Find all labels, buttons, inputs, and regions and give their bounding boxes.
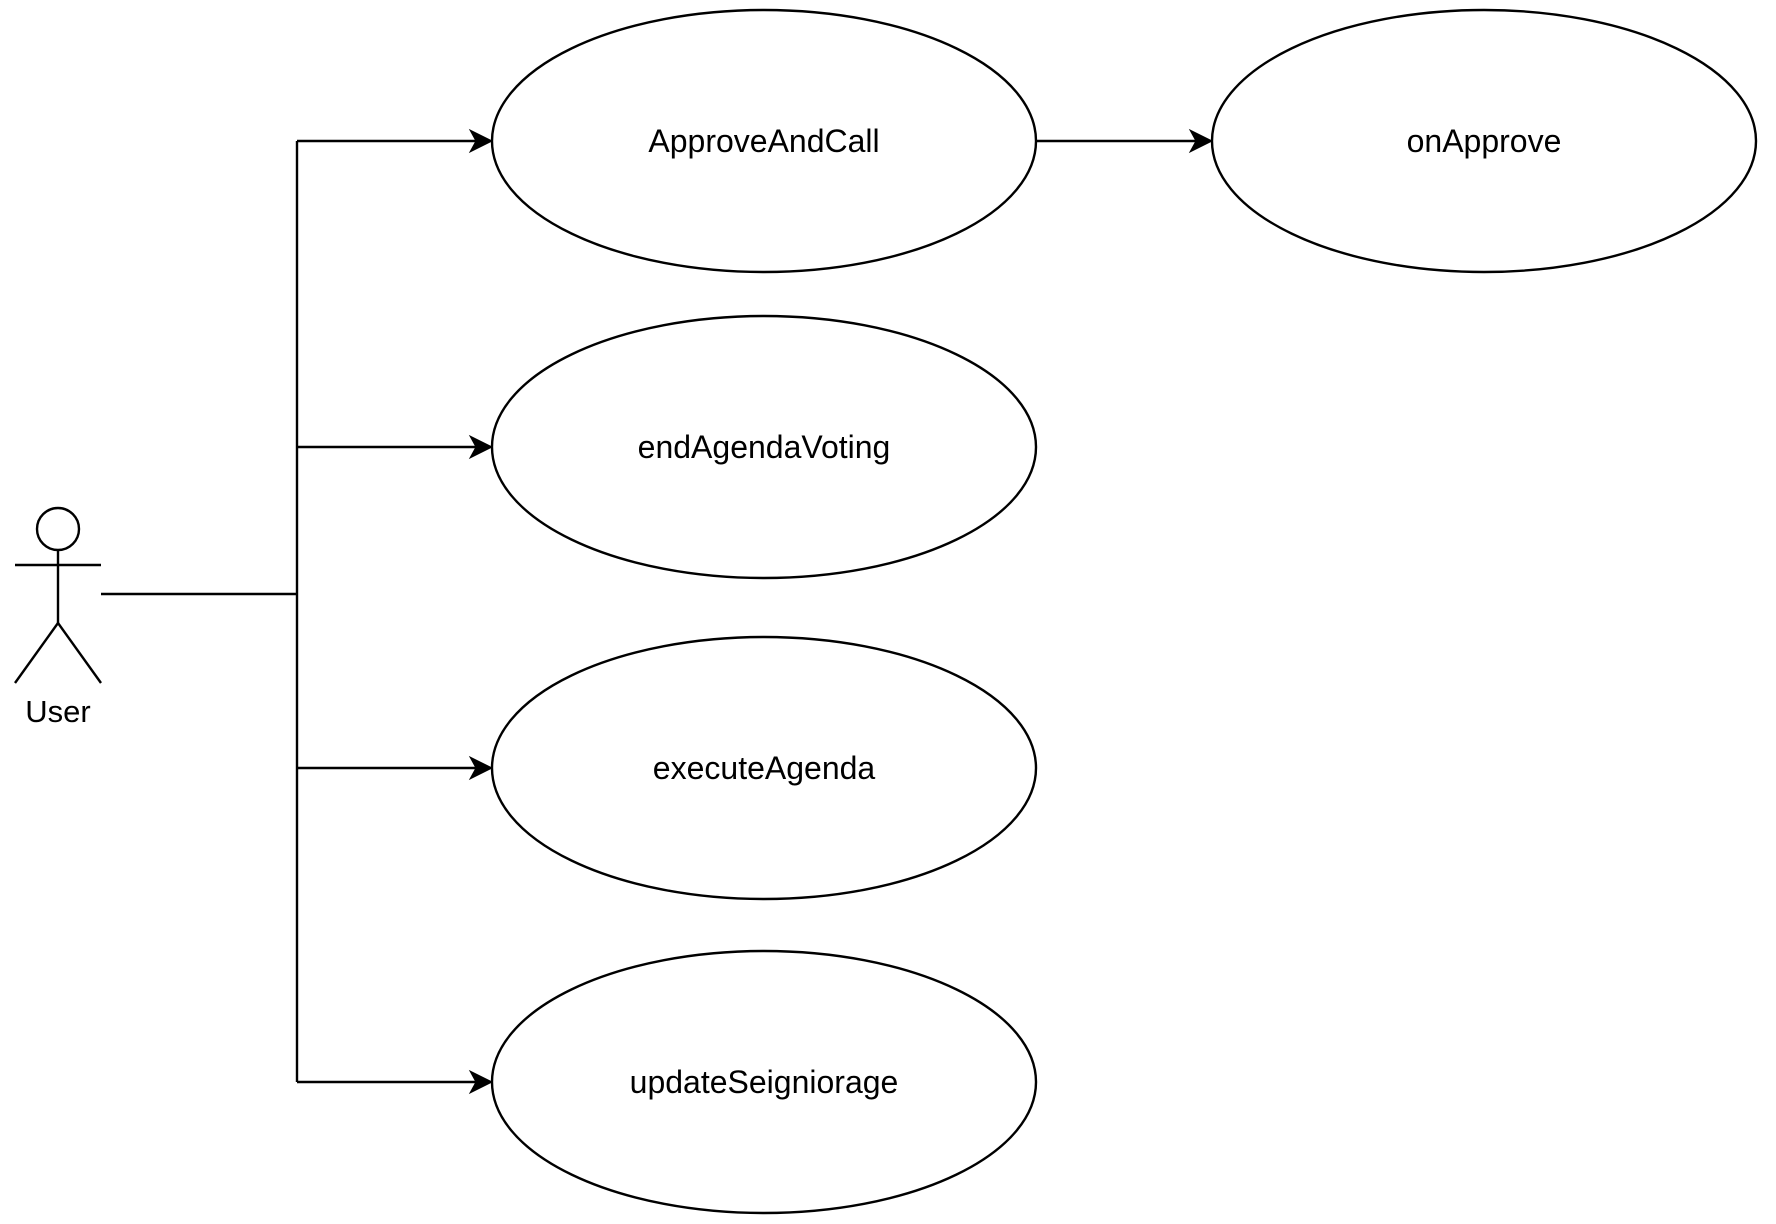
use-case-ellipse: [1210, 8, 1758, 274]
actor-user[interactable]: User: [14, 506, 102, 729]
actor-head: [35, 506, 81, 552]
arrowhead-icon: [1188, 128, 1214, 154]
arrowhead-icon: [468, 434, 494, 460]
use-case-updateseigniorage[interactable]: updateSeigniorage: [490, 949, 1038, 1215]
use-case-label: executeAgenda: [653, 750, 876, 786]
use-case-label: updateSeigniorage: [630, 1064, 899, 1100]
use-case-onapprove[interactable]: onApprove: [1210, 8, 1758, 274]
actor-right-leg: [57, 622, 102, 684]
use-case-label: endAgendaVoting: [638, 429, 891, 465]
use-case-ellipse: [490, 949, 1038, 1215]
use-case-executeagenda[interactable]: executeAgenda: [490, 635, 1038, 901]
edge-approveandcall-onapprove: [1036, 128, 1214, 154]
actor-left-leg: [14, 622, 59, 684]
arrowhead-icon: [468, 755, 494, 781]
use-case-label: onApprove: [1407, 123, 1562, 159]
arrowhead-icon: [468, 128, 494, 154]
use-case-ellipse: [490, 635, 1038, 901]
use-case-ellipse: [490, 314, 1038, 580]
edge-user-approveandcall: [297, 128, 494, 154]
use-case-approveandcall[interactable]: ApproveAndCall: [490, 8, 1038, 274]
edge-user-executeagenda: [297, 755, 494, 781]
use-case-endagendavoting[interactable]: endAgendaVoting: [490, 314, 1038, 580]
connector-trunk: [101, 141, 299, 1082]
edge-user-endagendavoting: [297, 434, 494, 460]
edge-user-updateseigniorage: [297, 1069, 494, 1095]
use-case-ellipse: [490, 8, 1038, 274]
use-case-label: ApproveAndCall: [648, 123, 879, 159]
arrowhead-icon: [468, 1069, 494, 1095]
actor-label: User: [25, 694, 90, 729]
